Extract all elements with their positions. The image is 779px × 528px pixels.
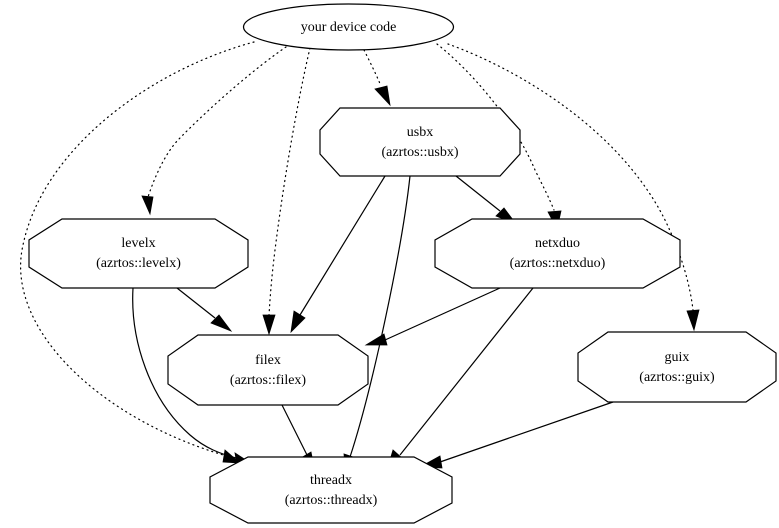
- node-label-usbx-line1: usbx: [407, 125, 433, 140]
- node-shape-octagon-levelx: [28, 218, 249, 289]
- node-label-guix-line2: (azrtos::guix): [639, 370, 715, 385]
- edge-levelx-to-filex: [176, 287, 233, 332]
- node-netxduo[interactable]: netxduo (azrtos::netxduo): [434, 218, 681, 289]
- edge-device-to-usbx: [363, 49, 391, 107]
- node-guix[interactable]: guix (azrtos::guix): [577, 331, 777, 403]
- edge-device-to-filex: [262, 47, 311, 336]
- node-shape-ellipse: [242, 3, 455, 51]
- node-filex[interactable]: filex (azrtos::filex): [167, 334, 369, 406]
- node-label-levelx-line1: levelx: [121, 236, 155, 251]
- edge-usbx-to-netxduo: [455, 175, 518, 225]
- node-shape-octagon-filex: [167, 334, 369, 406]
- node-levelx[interactable]: levelx (azrtos::levelx): [28, 218, 249, 289]
- node-shape-octagon-netxduo: [434, 218, 681, 289]
- node-label-levelx-line2: (azrtos::levelx): [96, 256, 181, 271]
- node-usbx[interactable]: usbx (azrtos::usbx): [319, 107, 521, 177]
- node-label-threadx-line2: (azrtos::threadx): [285, 493, 378, 508]
- node-threadx[interactable]: threadx (azrtos::threadx): [209, 456, 453, 524]
- edge-usbx-to-filex: [290, 175, 386, 334]
- node-label-usbx-line2: (azrtos::usbx): [382, 145, 459, 160]
- node-your-device-code[interactable]: your device code: [242, 3, 455, 51]
- node-label-threadx-line1: threadx: [310, 473, 352, 488]
- edge-device-to-guix: [447, 43, 700, 332]
- node-label-netxduo-line2: (azrtos::netxduo): [510, 256, 606, 271]
- node-label-filex-line2: (azrtos::filex): [230, 373, 307, 388]
- node-shape-octagon-guix: [577, 331, 777, 403]
- node-label-guix-line1: guix: [665, 350, 690, 365]
- node-label-filex-line1: filex: [255, 353, 281, 368]
- node-shape-octagon-threadx: [209, 456, 453, 524]
- edge-guix-to-threadx: [418, 401, 614, 469]
- edge-netxduo-to-threadx: [386, 287, 534, 471]
- node-shape-octagon-usbx: [319, 107, 521, 177]
- edge-netxduo-to-filex: [364, 287, 501, 346]
- node-label-netxduo-line1: netxduo: [535, 236, 580, 251]
- node-layer: your device code usbx (azrtos::usbx) lev…: [28, 3, 777, 524]
- edge-device-to-levelx: [141, 46, 287, 216]
- edge-usbx-to-threadx: [343, 175, 411, 477]
- node-label-device-line1: your device code: [301, 20, 397, 35]
